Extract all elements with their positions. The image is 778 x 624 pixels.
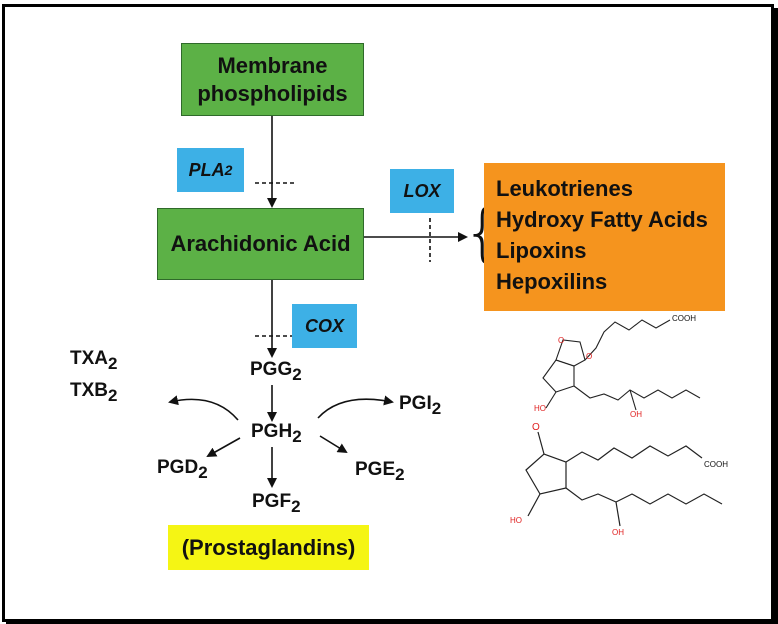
structure1-oh-label: OH: [630, 410, 642, 419]
arrow-pgh-to-pgi: [317, 395, 394, 419]
arrow-pgh-to-tx: [168, 395, 239, 421]
txb2-label: TXB2: [70, 380, 118, 405]
structure1-o2-label: O: [586, 352, 593, 361]
pgh2-label: PGH2: [251, 421, 302, 446]
lox-products-node: Leukotrienes Hydroxy Fatty Acids Lipoxin…: [484, 163, 725, 311]
pgg2-label: PGG2: [250, 359, 302, 384]
pgf2-label: PGF2: [252, 491, 301, 516]
product-leukotrienes: Leukotrienes: [496, 176, 633, 201]
structure1-cooh-label: COOH: [672, 314, 696, 323]
figure-frame: [2, 4, 774, 622]
membrane-label-line2: phospholipids: [197, 80, 348, 106]
structure2-cooh-label: COOH: [704, 460, 728, 469]
membrane-label-line1: Membrane: [217, 52, 328, 78]
pgi2-label: PGI2: [399, 393, 442, 418]
prostaglandins-node: (Prostaglandins): [168, 525, 369, 570]
structure1-o-label: O: [558, 336, 565, 345]
product-hydroxy-fatty-acids: Hydroxy Fatty Acids: [496, 207, 708, 232]
arachidonic-acid-label: Arachidonic Acid: [170, 231, 351, 256]
structure-2: [525, 431, 723, 527]
txa2-label: TXA2: [70, 348, 118, 373]
arrow-pgh-to-pgd: [206, 437, 241, 457]
prostaglandins-label: (Prostaglandins): [181, 534, 356, 560]
structure1-ho-label: HO: [534, 404, 546, 413]
structure2-ho-label: HO: [510, 516, 522, 525]
arrow-pgh-to-pge: [319, 435, 348, 454]
membrane-phospholipids-node: Membrane phospholipids: [181, 43, 364, 116]
product-hepoxilins: Hepoxilins: [496, 269, 608, 294]
cox-enzyme-badge: COX: [292, 304, 357, 348]
structure-1: [542, 319, 701, 411]
pgd2-label: PGD2: [157, 457, 208, 482]
structure2-o-label: O: [532, 422, 540, 433]
product-lipoxins: Lipoxins: [496, 238, 587, 263]
arachidonic-acid-node: Arachidonic Acid: [157, 208, 364, 280]
structure2-oh-label: OH: [612, 528, 624, 537]
pge2-label: PGE2: [355, 459, 405, 484]
lox-enzyme-badge: LOX: [390, 169, 454, 213]
